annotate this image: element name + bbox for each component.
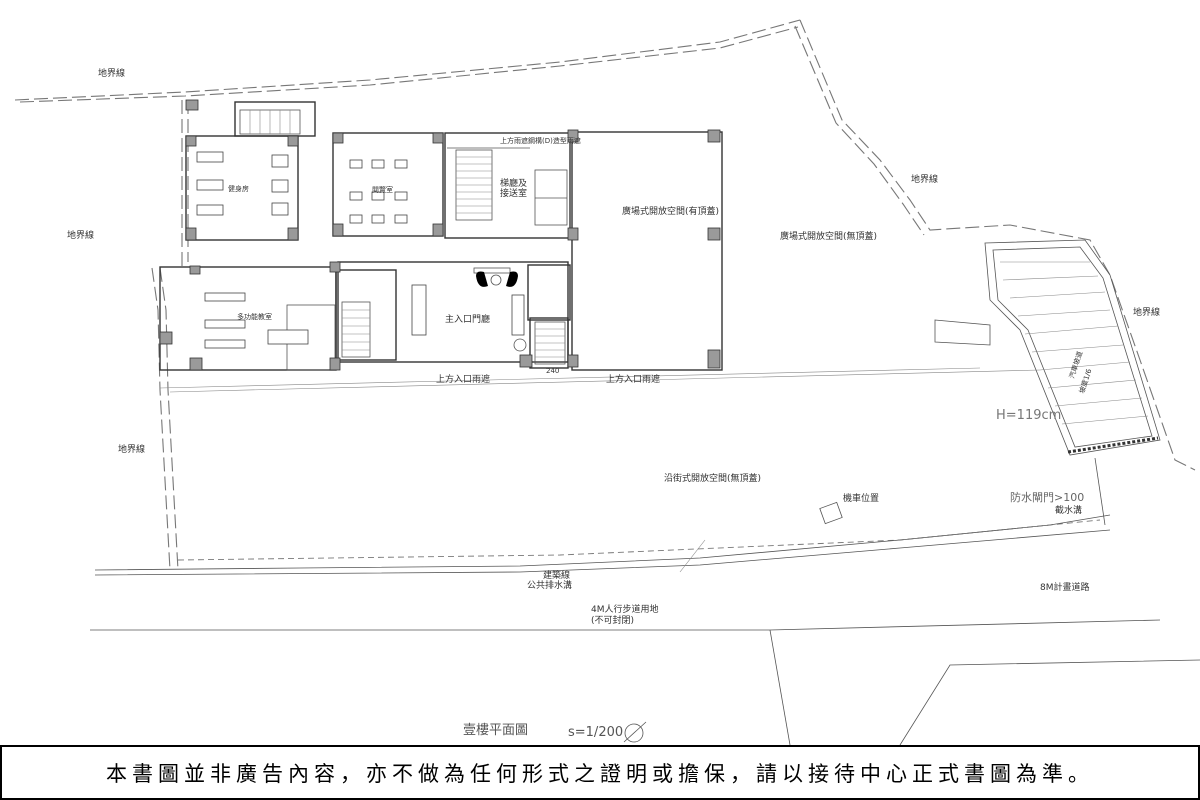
height-label: H=119cm <box>996 408 1062 423</box>
trench-label: 截水溝 <box>1055 506 1083 516</box>
stairs <box>239 109 566 365</box>
property-line-label: 地界線 <box>118 445 146 455</box>
property-line-label: 地界線 <box>1133 308 1161 318</box>
lobby-label: 主入口門廳 <box>445 315 491 325</box>
scale-label: s=1/200 <box>568 725 624 740</box>
site-lines <box>90 367 1200 745</box>
gym-label: 健身房 <box>228 185 249 193</box>
property-line-label: 地界線 <box>911 175 939 185</box>
mailroom-label: 梯廳及 接送室 <box>500 179 528 199</box>
plaza-covered-label: 廣場式開放空間(有頂蓋) <box>622 207 720 217</box>
car-ramp <box>934 239 1161 526</box>
desks <box>204 159 525 349</box>
disclaimer-text: 本書圖並非廣告內容，亦不做為任何形式之證明或擔保，請以接待中心正式書圖為準。 <box>106 761 1094 786</box>
bike-marker <box>819 501 843 525</box>
walkway-label: 4M人行步道用地 <box>591 605 659 615</box>
road-label: 8M計畫道路 <box>1040 583 1090 593</box>
drawing-title: 壹樓平面圖 <box>463 723 529 738</box>
walkway-note: (不可封閉) <box>591 616 635 626</box>
property-boundary <box>14 19 1196 571</box>
floodgate-label: 防水閘門>100 <box>1010 491 1085 504</box>
bike-position-label: 機車位置 <box>843 494 880 504</box>
disclaimer-bar: 本書圖並非廣告內容，亦不做為任何形式之證明或擔保，請以接待中心正式書圖為準。 <box>0 745 1200 800</box>
dimension-240: 240 <box>546 367 560 375</box>
canopy-label: 上方入口雨遮 <box>436 375 491 385</box>
plaza-open-label: 廣場式開放空間(無頂蓋) <box>780 232 878 242</box>
property-line-label: 地界線 <box>67 231 95 241</box>
columns <box>159 99 721 371</box>
canopy-label: 上方入口雨遮 <box>606 375 661 385</box>
gym-equipment <box>196 151 289 216</box>
building-line-label: 建築線 <box>543 571 571 581</box>
public-drain-label: 公共排水溝 <box>527 581 573 591</box>
multi-purpose-room-label: 多功能教室 <box>237 313 272 321</box>
floor-plan-drawing <box>14 19 1200 745</box>
lobby-sofas <box>476 271 527 352</box>
building-walls <box>159 101 723 371</box>
street-open-space-label: 沿街式開放空間(無頂蓋) <box>664 474 762 484</box>
reading-room-label: 閱覽室 <box>372 186 393 194</box>
north-arrow-icon <box>623 721 647 743</box>
property-line-label: 地界線 <box>98 69 126 79</box>
top-canopy-label: 上方雨遮鋼構(D)造型雨遮 <box>500 137 581 145</box>
